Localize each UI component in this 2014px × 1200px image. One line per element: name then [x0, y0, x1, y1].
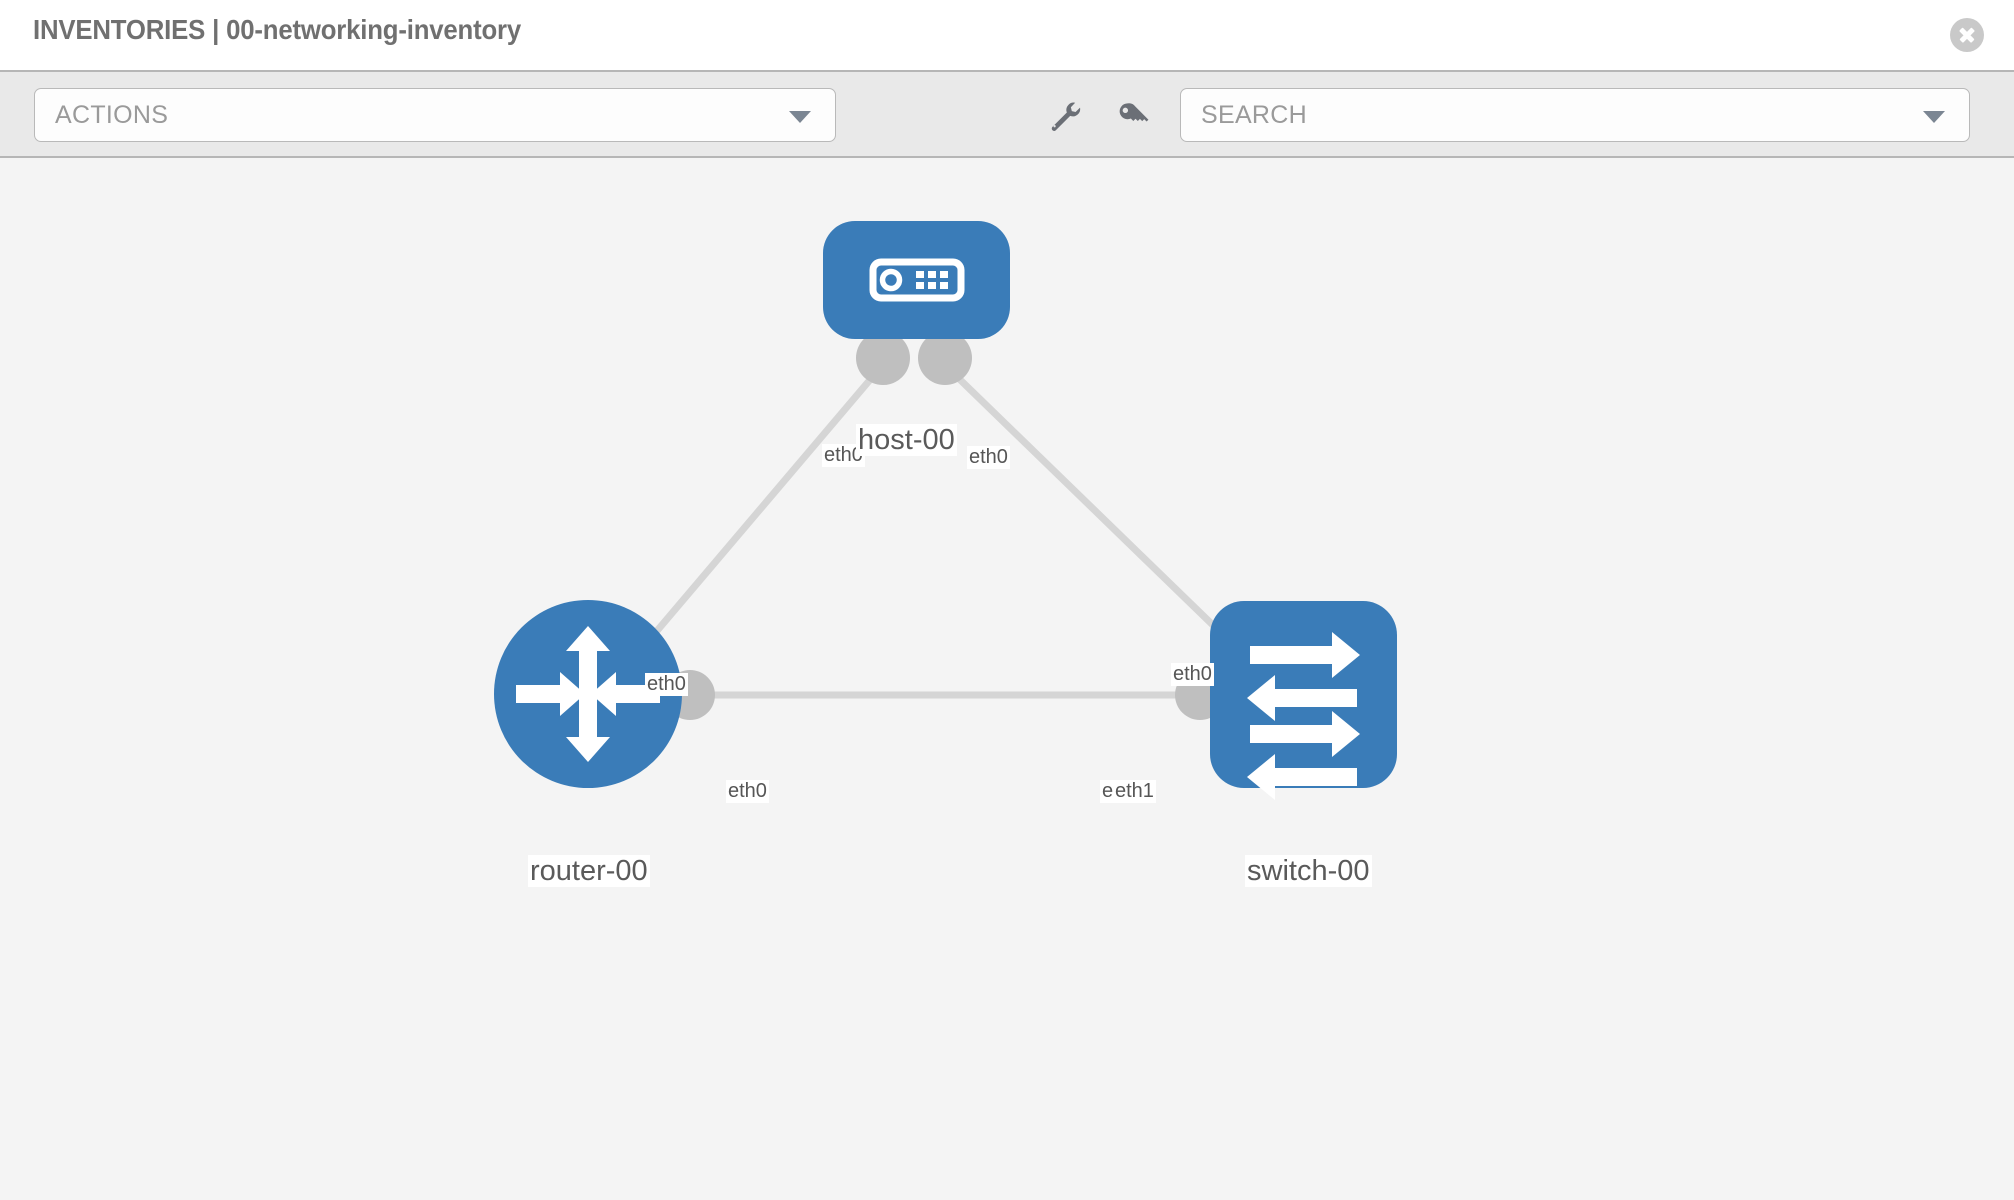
router-icon: [516, 626, 660, 762]
switch-00-label: switch-00: [1245, 855, 1372, 888]
edge-label-host-right-eth0: eth0: [967, 446, 1010, 469]
topology-canvas[interactable]: eth0 host-00 eth0 eth0 eth0 eth0 eth eth…: [0, 158, 2014, 1200]
search-placeholder: SEARCH: [1201, 100, 1307, 129]
host-00-label: host-00: [856, 424, 957, 457]
chevron-down-icon: [1923, 111, 1945, 123]
page-title: INVENTORIES | 00-networking-inventory: [33, 14, 522, 45]
edge-label-router-top-eth0: eth0: [645, 673, 688, 696]
connector-host-right[interactable]: [918, 331, 972, 385]
node-switch-00[interactable]: [1210, 601, 1397, 800]
topology-edges: [597, 365, 1255, 701]
edge-label-switch-left-eth1: eth1: [1113, 780, 1156, 803]
toolbar: ACTIONS SEARCH: [0, 70, 2014, 158]
actions-dropdown[interactable]: ACTIONS: [34, 88, 836, 142]
node-router-00[interactable]: [494, 600, 682, 788]
topology-graph: [494, 221, 1397, 800]
edge-label-router-right-eth0: eth0: [726, 780, 769, 803]
wrench-icon[interactable]: [1049, 100, 1083, 134]
router-00-label: router-00: [528, 855, 650, 888]
switch-icon: [1247, 632, 1360, 800]
page-header: INVENTORIES | 00-networking-inventory: [0, 0, 2014, 70]
connector-host-left[interactable]: [856, 331, 910, 385]
close-icon[interactable]: [1950, 18, 1984, 52]
key-icon[interactable]: [1116, 100, 1150, 134]
search-input[interactable]: SEARCH: [1180, 88, 1970, 142]
topology-connectors: [665, 331, 1262, 720]
edge-label-switch-top-eth0: eth0: [1171, 663, 1214, 686]
node-host-00[interactable]: [823, 221, 1010, 339]
actions-dropdown-label: ACTIONS: [55, 100, 169, 129]
edge-host-switch[interactable]: [945, 365, 1255, 666]
edge-label-host-left-eth0: eth0: [822, 444, 865, 467]
server-icon: [869, 258, 965, 302]
chevron-down-icon: [789, 111, 811, 123]
